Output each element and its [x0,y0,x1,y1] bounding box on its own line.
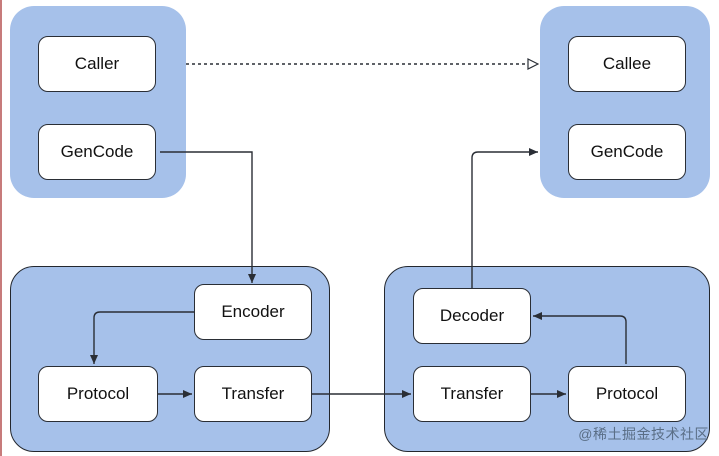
gencode-left-node: GenCode [38,124,156,180]
protocol-left-node: Protocol [38,366,158,422]
protocol-right-label: Protocol [595,384,659,403]
callee-label: Callee [602,54,652,73]
gencode-right-node: GenCode [568,124,686,180]
decoder-label: Decoder [439,306,505,325]
gencode-right-label: GenCode [590,142,664,161]
gencode-to-encoder-arrow [160,151,256,283]
transfer-left-node: Transfer [194,366,312,422]
callee-node: Callee [568,36,686,92]
caller-node: Caller [38,36,156,92]
decoder-to-gencode-arrow [471,148,538,288]
encoder-node: Encoder [194,284,312,340]
decoder-node: Decoder [413,288,531,344]
protocol-right-node: Protocol [568,366,686,422]
caller-label: Caller [74,54,120,73]
transfer-right-node: Transfer [413,366,531,422]
left-edge-rule [0,0,2,456]
encoder-to-protocol-arrow [90,311,194,364]
transfer-right-label: Transfer [440,384,504,403]
gencode-left-label: GenCode [60,142,134,161]
encoder-label: Encoder [221,302,285,321]
transfer-left-label: Transfer [221,384,285,403]
watermark: @稀土掘金技术社区 [578,426,709,442]
protocol-left-label: Protocol [66,384,130,403]
protocol-to-decoder-arrow [533,312,627,364]
